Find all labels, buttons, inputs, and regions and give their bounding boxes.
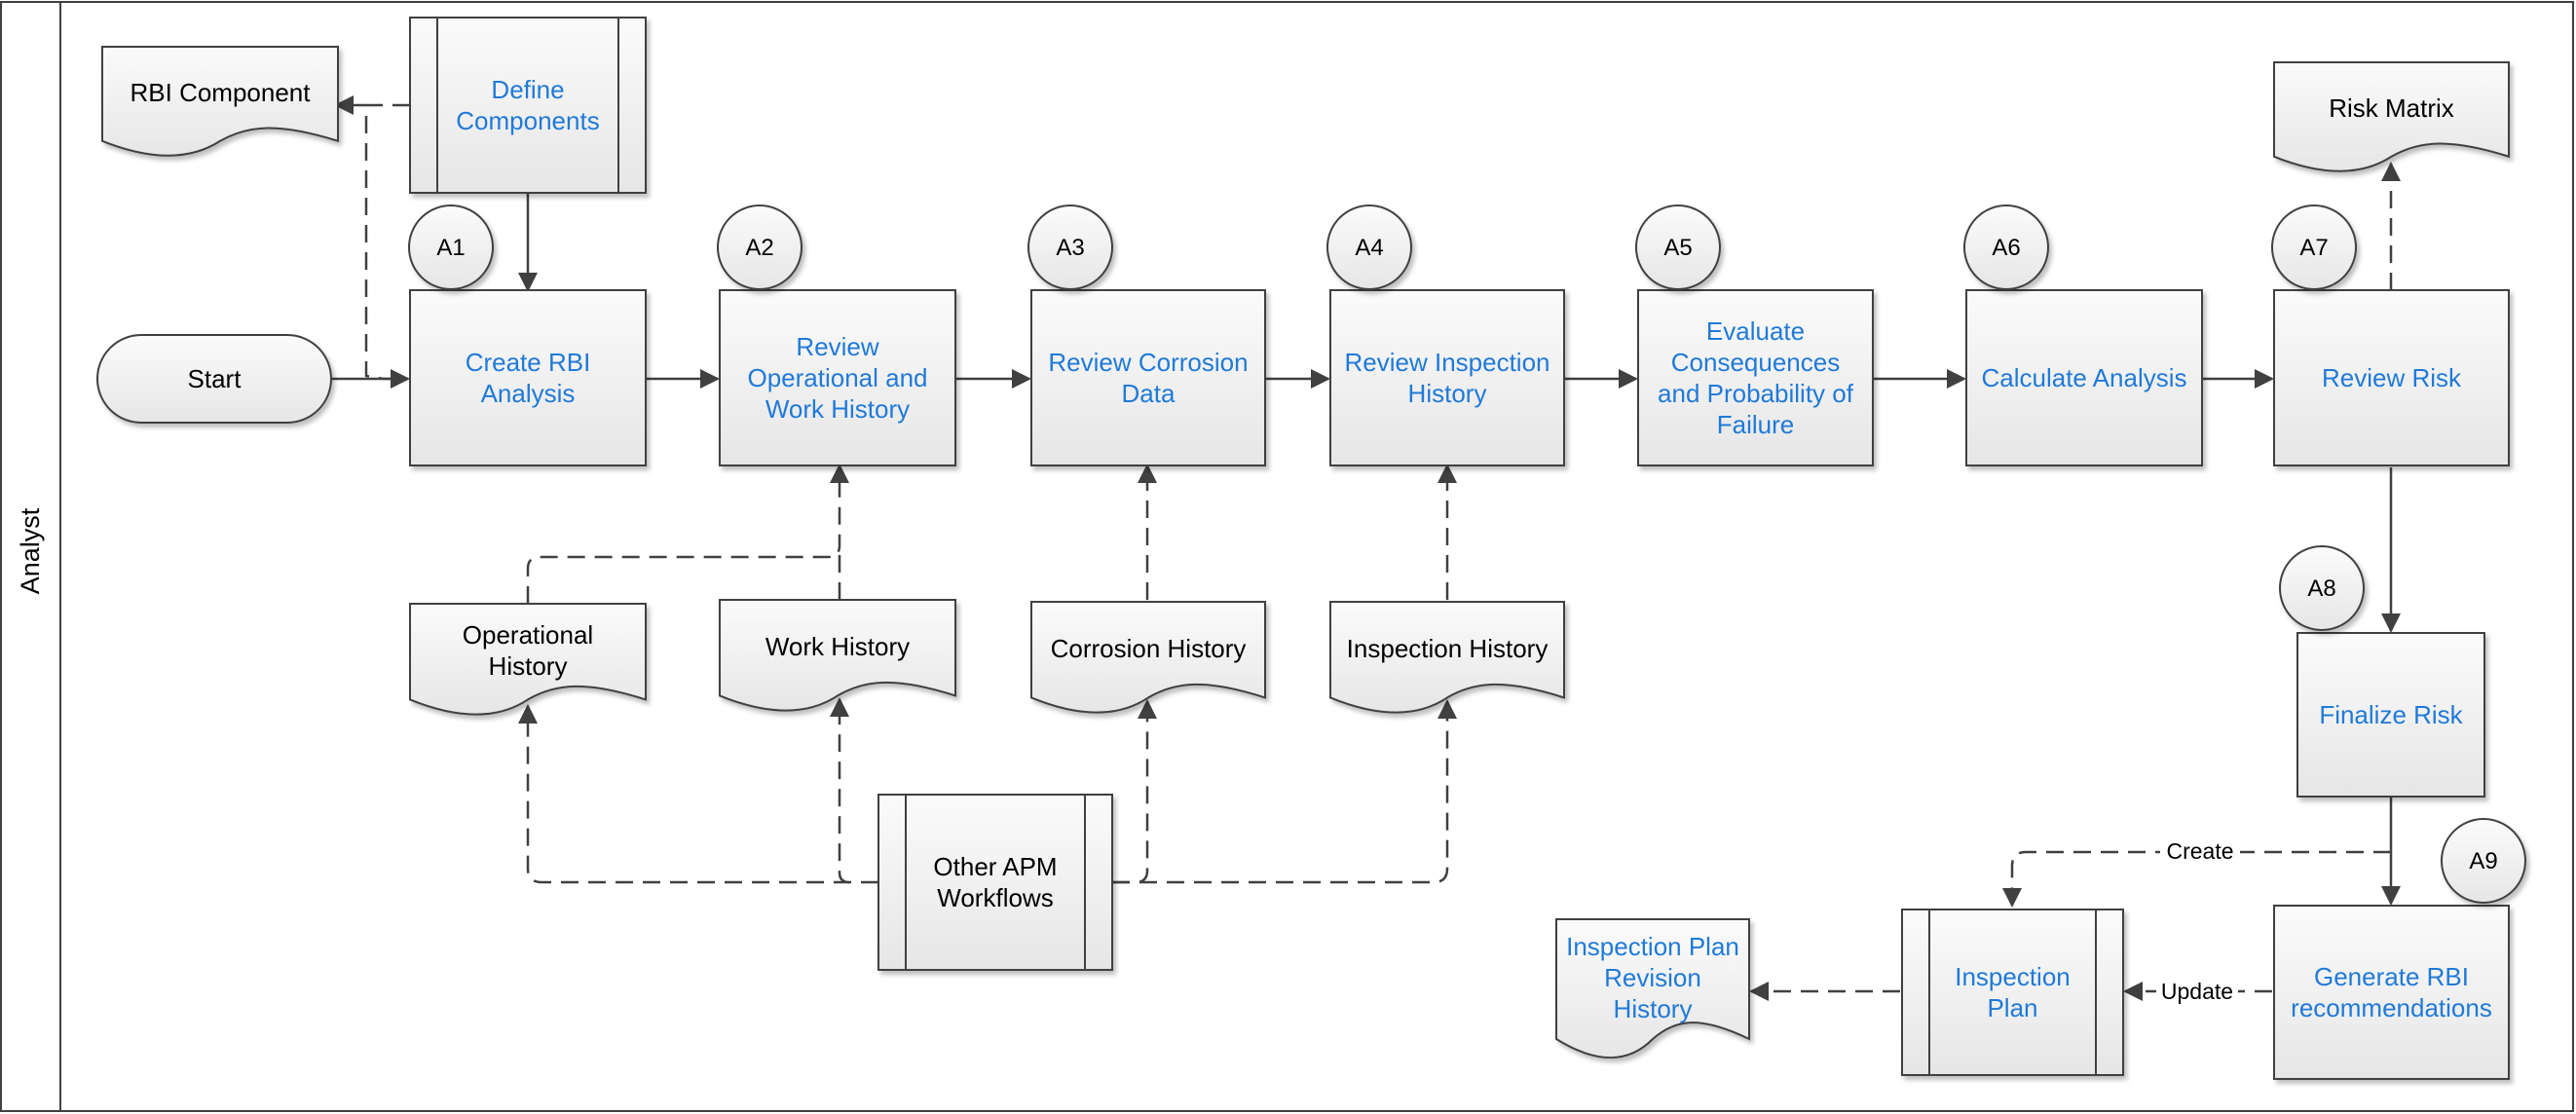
edge-labels: Create Update [2156, 837, 2240, 1004]
edge-apm-insphist [1112, 699, 1457, 884]
node-review-risk[interactable]: Review Risk [2273, 289, 2510, 466]
node-label-rbi-component: RBI Component [131, 78, 312, 107]
update-label: Update [2161, 979, 2233, 1004]
node-work-history: Work History [719, 599, 956, 712]
edge-ophist-a2 [526, 464, 849, 604]
marker-label: A8 [2307, 576, 2335, 602]
node-corrosion-history: Corrosion History [1030, 601, 1266, 714]
edge-apm-workhist [830, 697, 850, 884]
edge-define-rbi-component [364, 103, 410, 381]
marker-a1: A1 [408, 204, 494, 290]
edge-apm-ophist [518, 704, 878, 884]
marker-a8: A8 [2279, 545, 2365, 631]
node-risk-matrix: Risk Matrix [2273, 61, 2510, 172]
marker-label: A7 [2299, 235, 2328, 261]
marker-a7: A7 [2271, 204, 2357, 290]
node-finalize-risk[interactable]: Finalize Risk [2296, 632, 2485, 798]
node-label-finalize-risk: Finalize Risk [2319, 700, 2463, 729]
node-label-calculate-analysis: Calculate Analysis [1982, 363, 2187, 392]
create-label: Create [2166, 838, 2233, 864]
node-calculate-analysis[interactable]: Calculate Analysis [1965, 289, 2203, 466]
node-start: Start [96, 334, 332, 424]
marker-a9: A9 [2441, 818, 2526, 904]
marker-a2: A2 [717, 204, 803, 290]
edge-create [2002, 850, 2391, 908]
node-label-inspection-history: Inspection History [1347, 634, 1549, 663]
lane-label: Analyst [16, 507, 45, 594]
node-inspection-history: Inspection History [1329, 601, 1565, 714]
node-rbi-component: RBI Component [101, 46, 339, 157]
marker-label: A9 [2469, 848, 2497, 874]
marker-label: A6 [1992, 235, 2020, 261]
edge-apm-corrhist [1112, 699, 1157, 884]
marker-a5: A5 [1635, 204, 1721, 290]
marker-label: A5 [1663, 235, 1692, 261]
marker-a3: A3 [1027, 204, 1113, 290]
marker-a4: A4 [1326, 204, 1412, 290]
marker-label: A3 [1056, 235, 1084, 261]
marker-label: A2 [745, 235, 773, 261]
marker-label: A4 [1355, 235, 1383, 261]
node-label-risk-matrix: Risk Matrix [2329, 93, 2454, 123]
node-label-review-risk: Review Risk [2322, 363, 2462, 392]
marker-label: A1 [436, 235, 465, 261]
connectors [331, 95, 2401, 1001]
marker-a6: A6 [1963, 204, 2049, 290]
node-label-start: Start [188, 364, 243, 393]
node-label-work-history: Work History [765, 632, 910, 661]
node-label-corrosion-history: Corrosion History [1051, 634, 1247, 663]
